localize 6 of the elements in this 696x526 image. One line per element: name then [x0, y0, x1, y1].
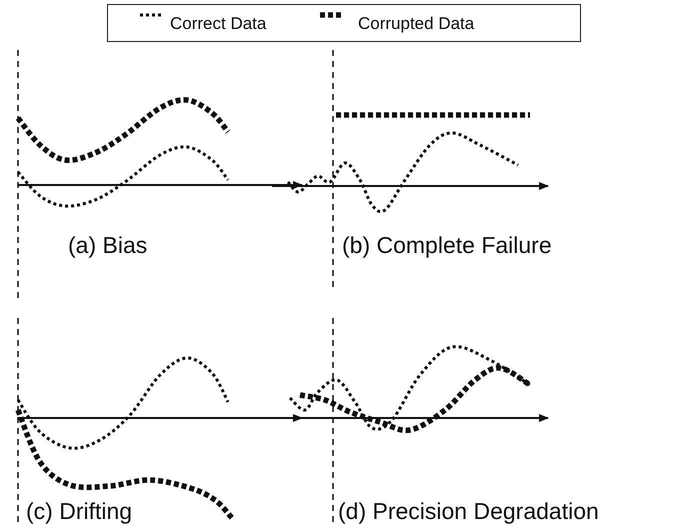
- legend-label: Corrupted Data: [358, 15, 474, 32]
- panel-caption: (a) Bias: [68, 234, 148, 257]
- panel-caption: (b) Complete Failure: [342, 234, 552, 257]
- panel-caption: (c) Drifting: [26, 500, 132, 523]
- panel-caption: (d) Precision Degradation: [338, 500, 599, 523]
- legend-label: Correct Data: [170, 15, 266, 32]
